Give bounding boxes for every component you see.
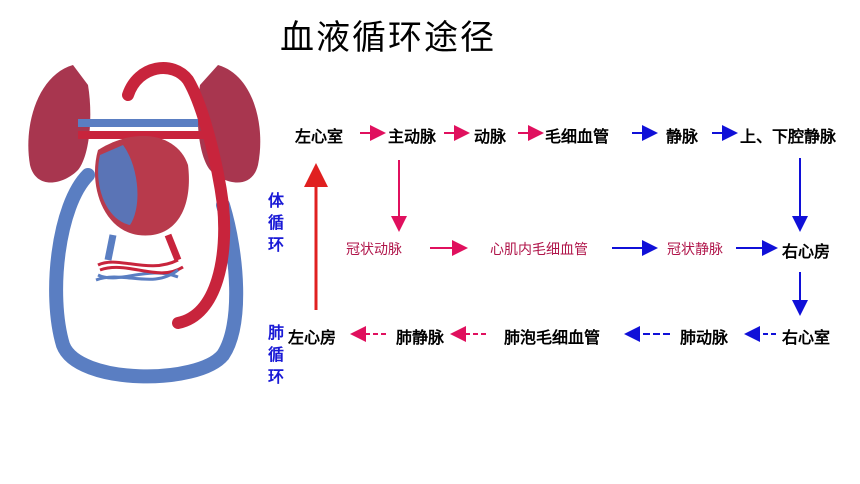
page-title: 血液循环途径 bbox=[280, 18, 496, 58]
node-right-atrium: 右心房 bbox=[782, 242, 831, 261]
left-lung-shape bbox=[28, 65, 91, 183]
systemic-circulation-label: 体 循 环 bbox=[266, 190, 286, 256]
node-right-ventricle: 右心室 bbox=[782, 328, 831, 347]
heart-circulation-illustration bbox=[28, 62, 261, 384]
node-pulmonary-vein: 肺静脉 bbox=[396, 328, 445, 347]
pulmonary-char-3: 环 bbox=[267, 367, 284, 386]
node-left-ventricle: 左心室 bbox=[295, 127, 344, 146]
node-pulmonary-artery: 肺动脉 bbox=[680, 328, 729, 347]
systemic-char-1: 体 bbox=[267, 191, 284, 210]
node-left-atrium: 左心房 bbox=[288, 328, 337, 347]
node-arteries: 动脉 bbox=[474, 127, 507, 146]
node-capillaries: 毛细血管 bbox=[545, 127, 610, 146]
pulmonary-char-1: 肺 bbox=[267, 323, 284, 342]
node-alveolar-capillaries: 肺泡毛细血管 bbox=[504, 328, 601, 347]
node-veins: 静脉 bbox=[666, 127, 699, 146]
node-myocardial-capillaries: 心肌内毛细血管 bbox=[490, 242, 588, 258]
node-vena-cava: 上、下腔静脉 bbox=[740, 127, 837, 146]
pulmonary-char-2: 循 bbox=[267, 345, 284, 364]
node-coronary-vein: 冠状静脉 bbox=[667, 242, 723, 258]
pulmonary-circulation-label: 肺 循 环 bbox=[266, 322, 286, 388]
systemic-char-3: 环 bbox=[267, 235, 284, 254]
systemic-char-2: 循 bbox=[267, 213, 284, 232]
node-aorta: 主动脉 bbox=[388, 127, 437, 146]
node-coronary-artery: 冠状动脉 bbox=[346, 242, 402, 258]
